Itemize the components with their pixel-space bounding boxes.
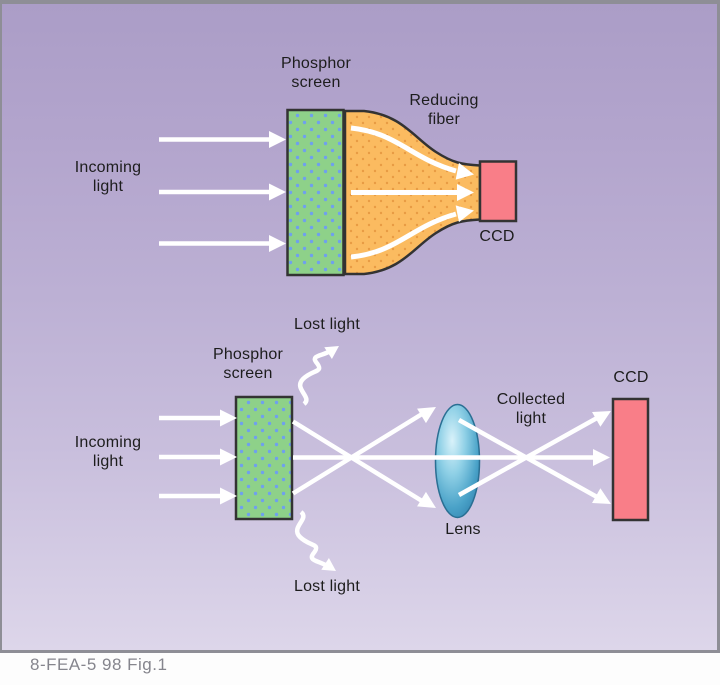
ccd-chip bbox=[611, 397, 650, 522]
lost-light-squiggle-icons bbox=[294, 346, 339, 571]
bottom-lost-light-top-label: Lost light bbox=[293, 316, 361, 333]
phosphor-screen-shape bbox=[286, 108, 345, 277]
top-incoming-light-label: Incoming light bbox=[74, 159, 142, 195]
top-ccd-label: CCD bbox=[479, 228, 515, 245]
lost-light-squiggle-bottom-icon bbox=[294, 510, 329, 568]
bottom-lost-light-bottom-label: Lost light bbox=[293, 578, 361, 595]
lost-light-squiggle-top-icon bbox=[297, 349, 332, 406]
bottom-lens-label: Lens bbox=[445, 521, 481, 538]
top-phosphor-screen-label: Phosphor screen bbox=[280, 55, 352, 91]
bottom-phosphor-screen-label: Phosphor screen bbox=[212, 346, 284, 382]
bottom-diagram bbox=[159, 346, 650, 571]
ccd-chip bbox=[478, 160, 518, 223]
bottom-incoming-light-label: Incoming light bbox=[74, 434, 142, 470]
diverging-ray-arrows bbox=[291, 407, 610, 508]
figure-caption: 8-FEA-5 98 Fig.1 bbox=[30, 655, 168, 674]
diagram-svg bbox=[159, 108, 650, 571]
top-reducing-fiber-label: Reducing fiber bbox=[409, 92, 479, 128]
collected-ray-arrows bbox=[457, 411, 611, 504]
diagram-canvas bbox=[159, 108, 650, 571]
fiber-guided-light-arrows bbox=[350, 125, 474, 260]
bottom-collected-light-label: Collected light bbox=[496, 391, 566, 427]
top-diagram bbox=[159, 108, 518, 277]
phosphor-screen-shape bbox=[234, 395, 294, 521]
bottom-ccd-label: CCD bbox=[613, 369, 649, 386]
incoming-light-arrows bbox=[159, 131, 286, 252]
incoming-light-arrows bbox=[159, 409, 237, 505]
figure-panel bbox=[0, 0, 720, 653]
